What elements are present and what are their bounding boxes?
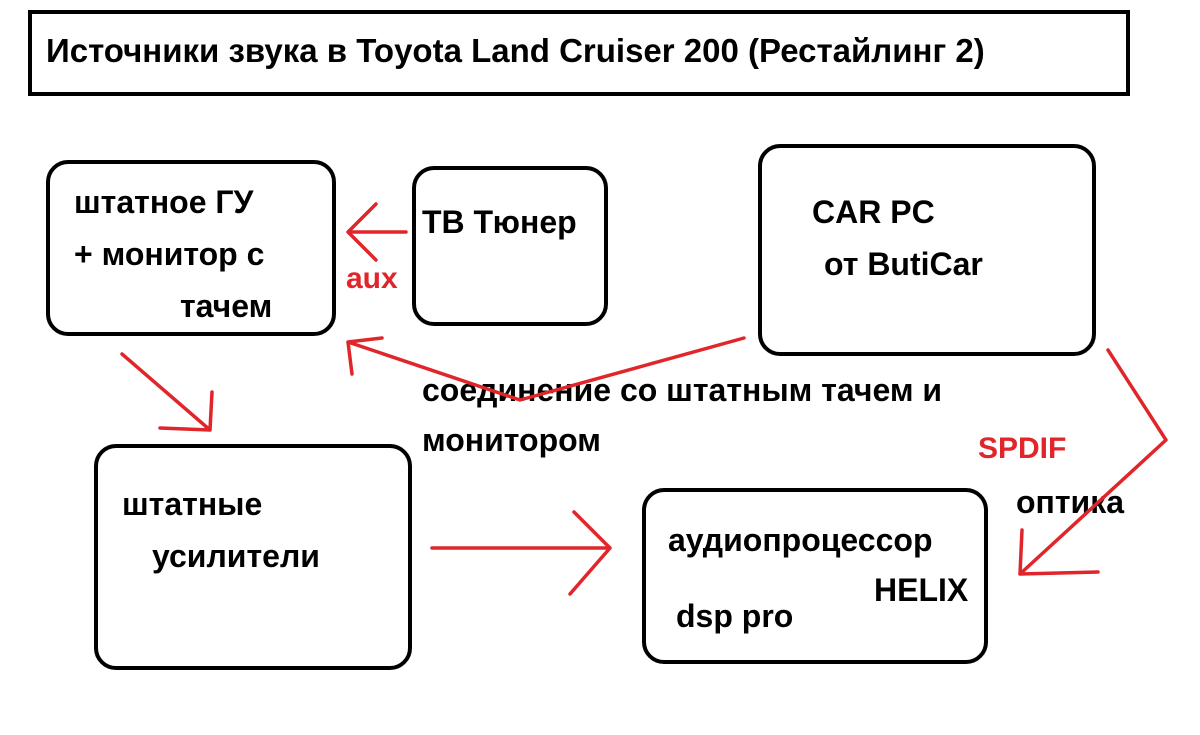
node-car-pc xyxy=(758,144,1096,356)
dsp-line-2: HELIX xyxy=(874,572,969,608)
tv-tuner-label: ТВ Тюнер xyxy=(422,204,577,240)
node-tv-tuner xyxy=(412,166,608,326)
arrow-amplifiers-to-dsp xyxy=(430,510,612,596)
car-pc-line-2: от ButiCar xyxy=(824,246,983,282)
arrow-head-unit-to-amplifiers xyxy=(120,352,214,432)
touch-link-label-line-2: монитором xyxy=(422,422,601,458)
diagram-title: Источники звука в Toyota Land Cruiser 20… xyxy=(46,32,985,69)
touch-link-label-line-1: соединение со штатным тачем и xyxy=(422,372,943,408)
spdif-label: SPDIF xyxy=(978,432,1067,465)
dsp-line-3: dsp pro xyxy=(676,598,794,634)
dsp-line-1: аудиопроцессор xyxy=(668,522,933,558)
head-unit-line-3: тачем xyxy=(180,288,273,324)
aux-label: aux xyxy=(346,262,398,295)
head-unit-line-1: штатное ГУ xyxy=(74,184,254,220)
arrow-car-pc-to-dsp xyxy=(1018,348,1168,576)
head-unit-line-2: + монитор с xyxy=(74,236,265,272)
amplifiers-line-1: штатные xyxy=(122,486,263,522)
node-amplifiers xyxy=(94,444,412,670)
car-pc-line-1: CAR PC xyxy=(812,194,935,230)
amplifiers-line-2: усилители xyxy=(152,538,320,574)
title-box xyxy=(28,10,1130,96)
node-dsp xyxy=(642,488,988,664)
node-head-unit xyxy=(46,160,336,336)
arrow-car-pc-to-head-unit xyxy=(346,336,746,402)
spdif-sublabel: оптика xyxy=(1016,484,1125,520)
arrow-tv-to-head-unit xyxy=(346,202,408,262)
